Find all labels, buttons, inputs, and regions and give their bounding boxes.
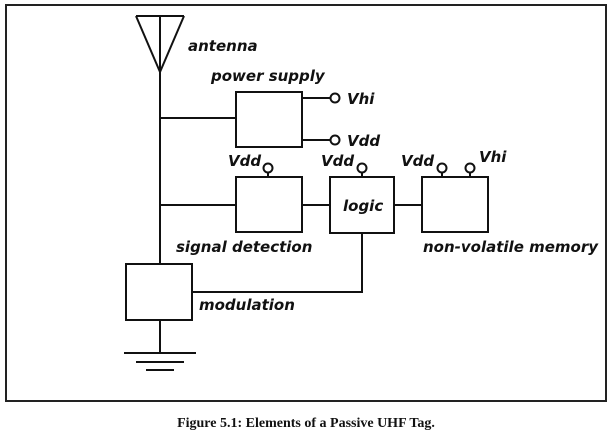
logic-box — [329, 176, 395, 234]
signal-detection-label: signal detection — [176, 238, 312, 256]
vhi-memory-terminal — [464, 162, 476, 174]
memory-label: non-volatile memory — [423, 238, 599, 256]
vdd-logic-label: Vdd — [321, 152, 354, 170]
power-supply-box — [235, 91, 303, 148]
signal-detection-box — [235, 176, 303, 233]
vdd-power-label: Vdd — [347, 132, 380, 150]
ground-symbol — [124, 320, 196, 371]
vhi-power-terminal — [329, 92, 341, 104]
power-supply-label: power supply — [210, 67, 326, 85]
vhi-memory-label: Vhi — [479, 148, 507, 166]
memory-box — [421, 176, 489, 233]
vhi-power-label: Vhi — [347, 90, 375, 108]
modulation-label: modulation — [199, 296, 295, 314]
vdd-signal-label: Vdd — [228, 152, 261, 170]
vdd-memory-label: Vdd — [401, 152, 434, 170]
logic-label: logic — [343, 197, 383, 215]
antenna-label: antenna — [188, 37, 258, 55]
logic-modulation-wire — [192, 233, 363, 293]
modulation-box — [125, 263, 193, 321]
vdd-memory-terminal — [436, 162, 448, 174]
diagram-frame — [5, 4, 607, 402]
figure-caption: Figure 5.1: Elements of a Passive UHF Ta… — [177, 416, 435, 431]
vdd-logic-terminal — [356, 162, 368, 174]
vdd-power-terminal — [329, 134, 341, 146]
vdd-signal-terminal — [262, 162, 274, 174]
